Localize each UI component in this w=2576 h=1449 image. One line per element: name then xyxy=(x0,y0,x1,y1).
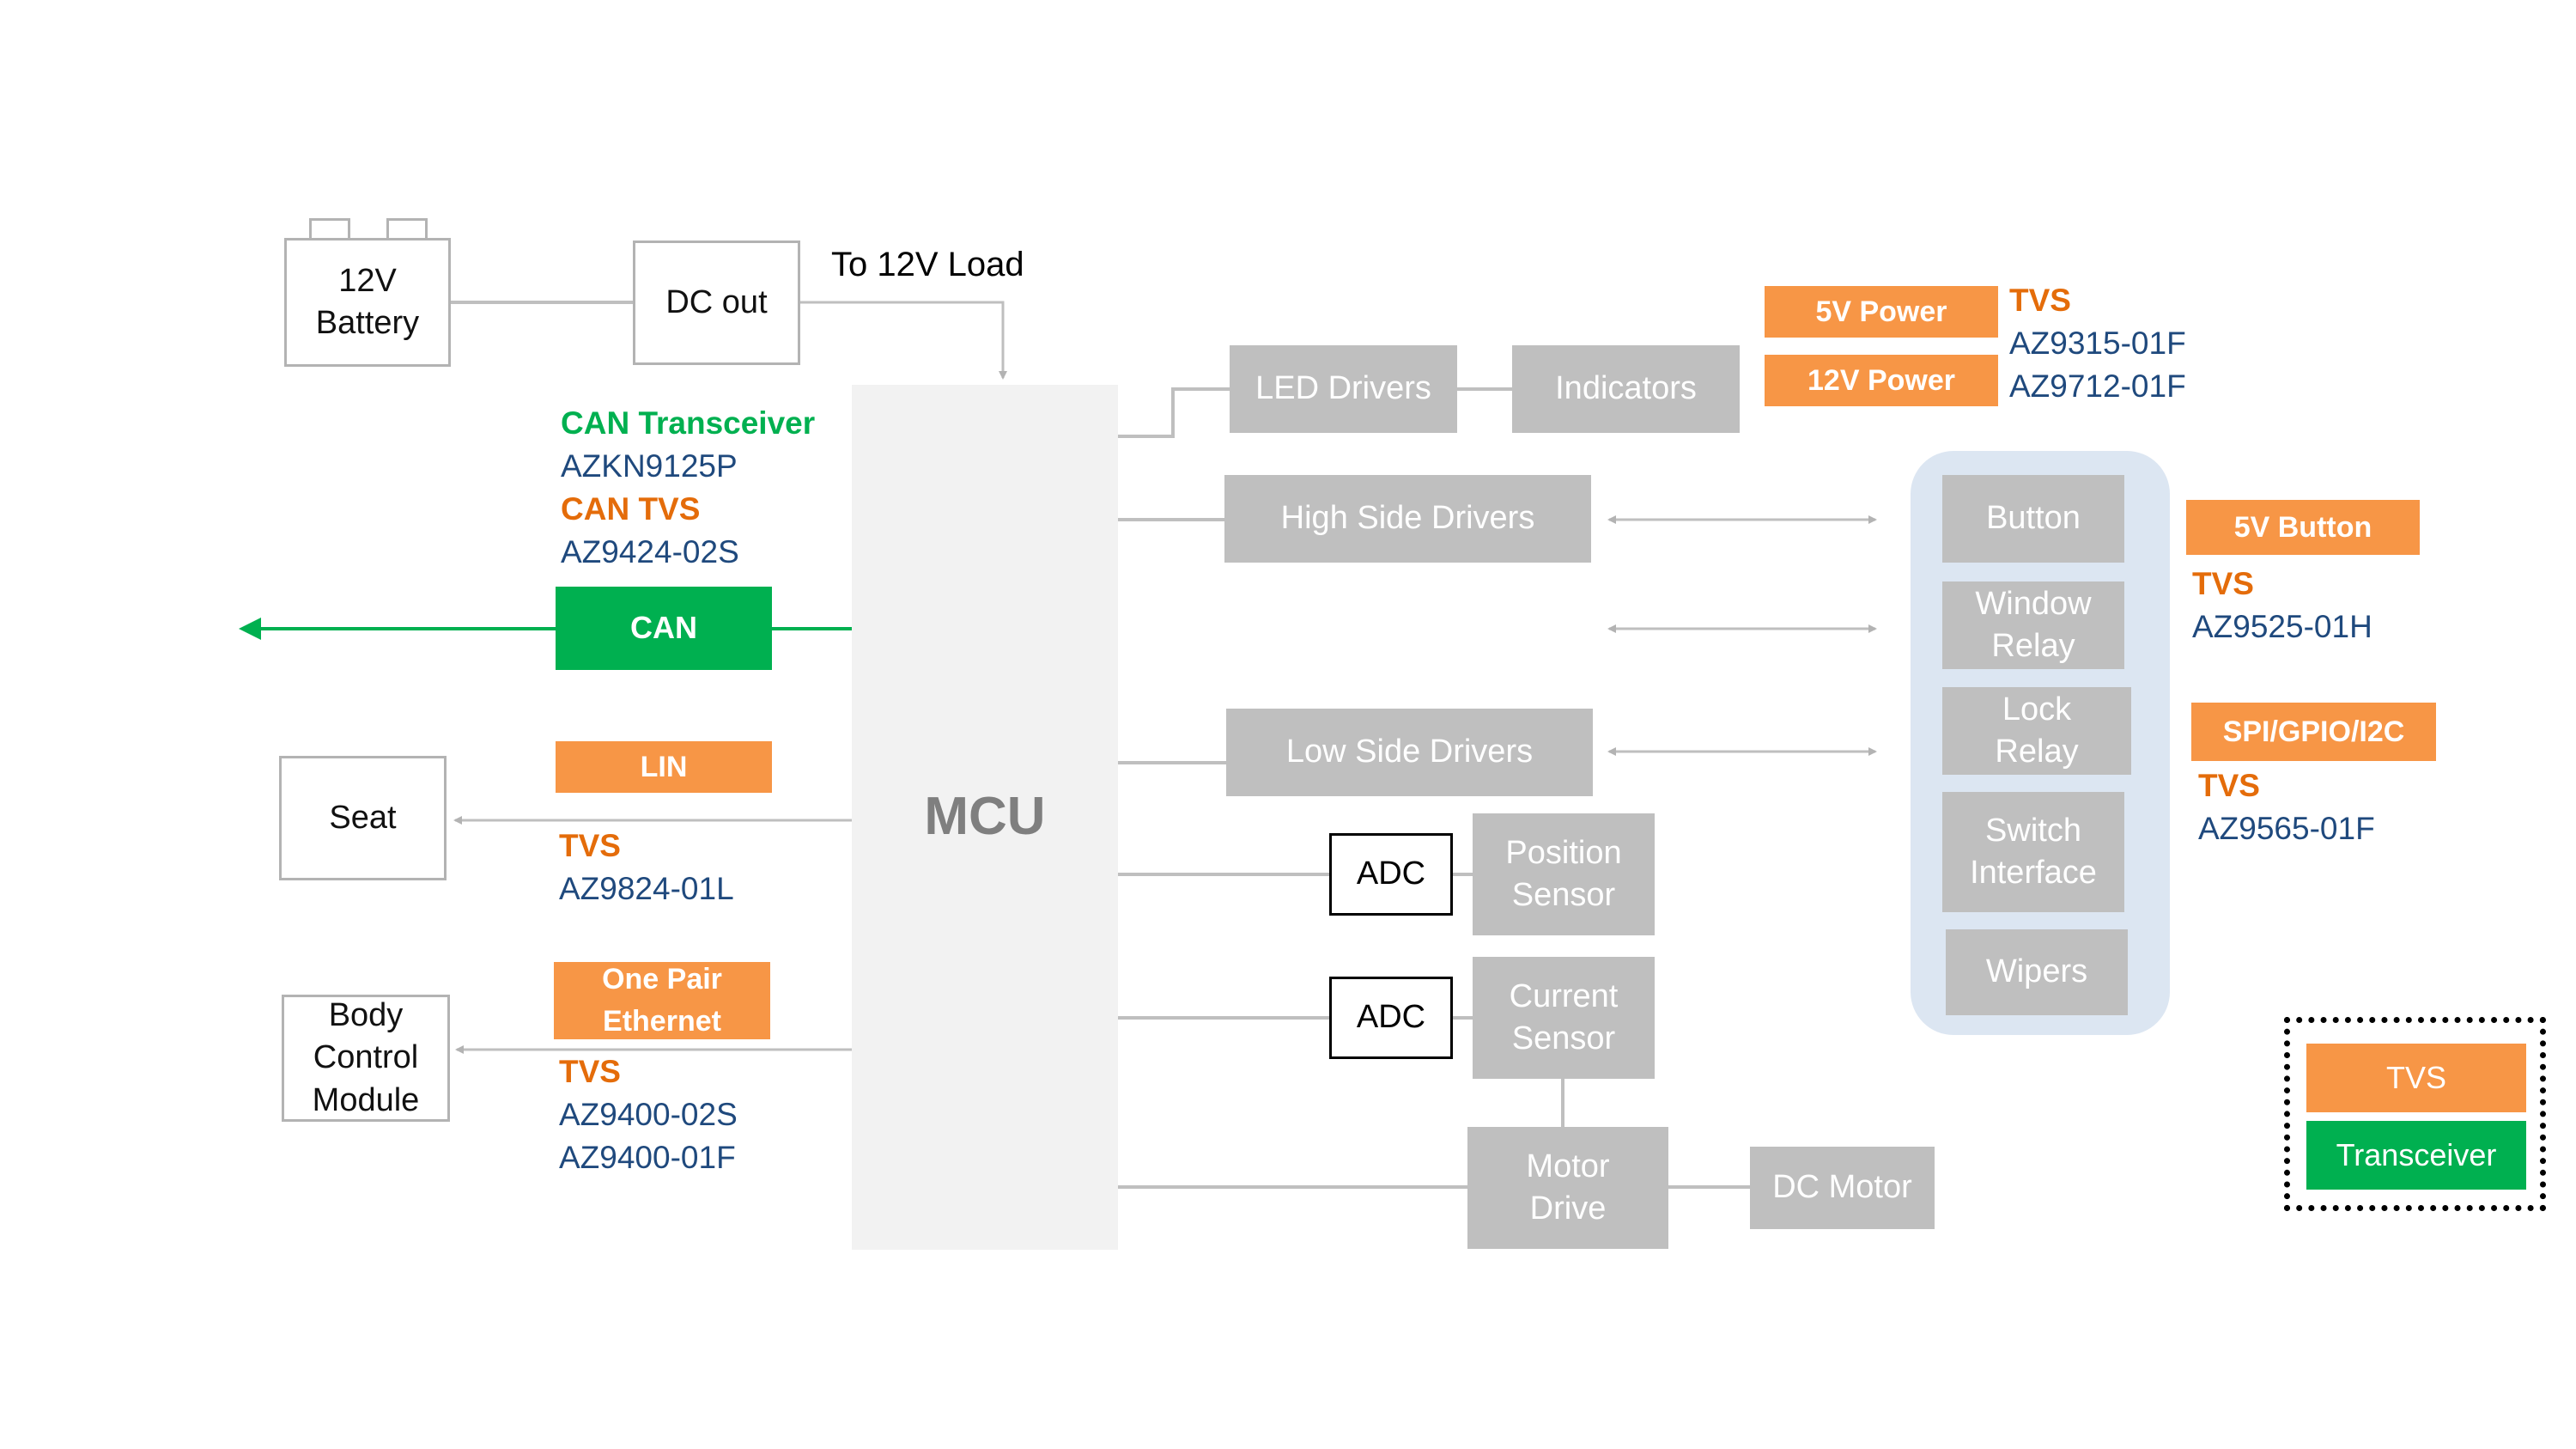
spi-tvs-part: AZ9565-01F xyxy=(2198,811,2375,846)
position-sensor-block: Position Sensor xyxy=(1473,813,1655,935)
low-side-label: Low Side Drivers xyxy=(1285,734,1534,770)
body-control-module-block: Body Control Module xyxy=(282,995,450,1122)
can-tvs-part: AZ9424-02S xyxy=(561,534,739,569)
current-line1: Current xyxy=(1509,977,1619,1014)
window-line2: Relay xyxy=(1991,628,2075,664)
mcu-block: MCU xyxy=(852,385,1118,1250)
indicators-label: Indicators xyxy=(1555,370,1697,407)
position-line1: Position xyxy=(1505,834,1622,871)
indicators-block: Indicators xyxy=(1512,345,1740,433)
can-block: CAN xyxy=(556,587,772,670)
adc1-label: ADC xyxy=(1356,855,1426,892)
spi-gpio-i2c-tag: SPI/GPIO/I2C xyxy=(2191,703,2436,761)
legend-tvs-swatch: TVS xyxy=(2306,1044,2526,1112)
battery-terminal-left xyxy=(309,218,350,239)
switch-line1: Switch xyxy=(1985,812,2081,849)
lin-block: LIN xyxy=(556,741,772,793)
power-tvs-part1: AZ9315-01F xyxy=(2009,326,2186,361)
button-label: Button xyxy=(1986,500,2081,537)
ethernet-line1: One Pair xyxy=(602,962,722,995)
lin-label: LIN xyxy=(640,750,688,783)
switch-line2: Interface xyxy=(1970,855,2097,891)
lin-tvs-part: AZ9824-01L xyxy=(559,871,734,906)
ethernet-tvs-part1: AZ9400-02S xyxy=(559,1097,738,1132)
wipers-block: Wipers xyxy=(1946,929,2128,1015)
current-sensor-block: Current Sensor xyxy=(1473,957,1655,1079)
battery-terminal-right xyxy=(386,218,428,239)
to-load-label: To 12V Load xyxy=(831,246,1024,283)
5v-power-label: 5V Power xyxy=(1815,295,1947,328)
12v-power-label: 12V Power xyxy=(1807,363,1955,397)
legend-transceiver-label: Transceiver xyxy=(2336,1136,2497,1172)
position-line2: Sensor xyxy=(1511,877,1616,913)
adc2-label: ADC xyxy=(1356,999,1426,1036)
window-line1: Window xyxy=(1975,585,2092,622)
mcu-to-led-line xyxy=(1118,387,1230,438)
current-line2: Sensor xyxy=(1511,1020,1616,1056)
can-transceiver-title: CAN Transceiver xyxy=(561,405,816,441)
dc-out-block: DC out xyxy=(633,240,800,365)
battery-block: 12V Battery xyxy=(284,238,451,367)
battery-line2: Battery xyxy=(315,305,420,341)
can-transceiver-part: AZKN9125P xyxy=(561,448,738,484)
switch-interface-block: Switch Interface xyxy=(1942,792,2124,912)
bcm-line1: Body xyxy=(328,996,404,1033)
mcu-label: MCU xyxy=(924,787,1046,847)
dc-motor-label: DC Motor xyxy=(1772,1169,1912,1206)
12v-power-tag: 12V Power xyxy=(1765,355,1998,406)
window-relay-block: Window Relay xyxy=(1942,581,2124,669)
battery-line1: 12V xyxy=(338,262,397,299)
legend-tvs-label: TVS xyxy=(2385,1059,2446,1095)
dc-out-label: DC out xyxy=(665,283,768,320)
spi-gpio-i2c-label: SPI/GPIO/I2C xyxy=(2222,715,2405,748)
legend xyxy=(2284,1017,2546,1211)
5v-power-tag: 5V Power xyxy=(1765,286,1998,338)
motor-drive-block: Motor Drive xyxy=(1467,1127,1668,1249)
button-tvs-title: TVS xyxy=(2192,566,2254,601)
5v-button-tag: 5V Button xyxy=(2186,500,2420,555)
ethernet-tvs-part2: AZ9400-01F xyxy=(559,1140,736,1175)
bcm-line2: Control xyxy=(313,1039,419,1076)
high-side-label: High Side Drivers xyxy=(1280,500,1535,537)
power-tvs-title: TVS xyxy=(2009,283,2071,318)
motor-line1: Motor xyxy=(1526,1148,1610,1184)
motor-line2: Drive xyxy=(1529,1190,1607,1227)
ethernet-line2: Ethernet xyxy=(603,1005,721,1038)
power-tvs-part2: AZ9712-01F xyxy=(2009,368,2186,404)
spi-tvs-title: TVS xyxy=(2198,768,2260,803)
wipers-label: Wipers xyxy=(1985,953,2088,990)
ethernet-block: One Pair Ethernet xyxy=(554,962,770,1039)
bcm-line3: Module xyxy=(312,1081,420,1118)
dcout-to-mcu-line xyxy=(800,301,1007,380)
dc-motor-block: DC Motor xyxy=(1750,1147,1935,1229)
button-block: Button xyxy=(1942,475,2124,563)
ethernet-tvs-title: TVS xyxy=(559,1054,621,1089)
led-drivers-block: LED Drivers xyxy=(1230,345,1457,433)
can-label: CAN xyxy=(630,610,697,646)
seat-block: Seat xyxy=(279,756,447,880)
lock-line1: Lock xyxy=(2002,691,2072,728)
low-side-drivers-block: Low Side Drivers xyxy=(1226,709,1593,796)
adc-block-1: ADC xyxy=(1329,833,1453,916)
lock-line2: Relay xyxy=(1995,734,2079,770)
lin-tvs-title: TVS xyxy=(559,828,621,863)
legend-transceiver-swatch: Transceiver xyxy=(2306,1121,2526,1190)
button-tvs-part: AZ9525-01H xyxy=(2192,609,2372,644)
led-drivers-label: LED Drivers xyxy=(1255,370,1431,407)
can-tvs-title: CAN TVS xyxy=(561,491,701,527)
high-side-drivers-block: High Side Drivers xyxy=(1224,475,1591,563)
seat-label: Seat xyxy=(329,799,397,836)
5v-button-label: 5V Button xyxy=(2233,510,2372,544)
lock-relay-block: Lock Relay xyxy=(1942,687,2131,775)
adc-block-2: ADC xyxy=(1329,977,1453,1059)
